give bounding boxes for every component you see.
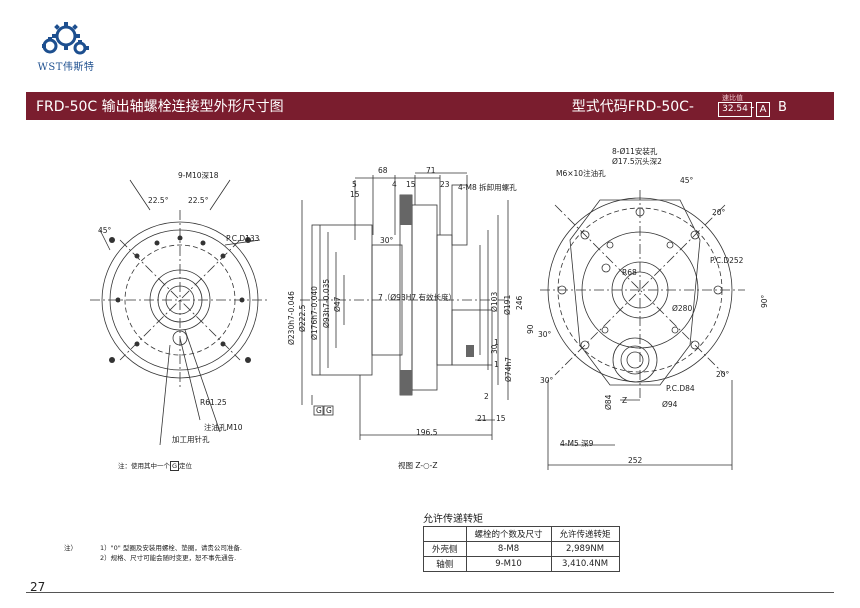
- mid-dim-4: 4: [392, 180, 397, 189]
- right-angle-20b: 20°: [716, 370, 730, 379]
- right-r68: R68: [622, 268, 637, 277]
- table-header-cell: [423, 526, 467, 542]
- middle-view-geometry: [300, 172, 509, 440]
- mid-dim-15: 15: [350, 190, 360, 199]
- mid-dim-15c: 15: [496, 414, 506, 423]
- type-code-prefix: 型式代码FRD-50C-: [571, 99, 694, 115]
- mid-g-b: G: [326, 406, 332, 415]
- mid-d74: Ø74h7: [504, 357, 513, 382]
- mid-dim-1: 1: [494, 338, 499, 347]
- right-view-geometry: [540, 190, 745, 470]
- mid-dim-23: 23: [440, 180, 450, 189]
- left-angle-c: 45°: [98, 226, 112, 235]
- mid-dim-2: 2: [484, 392, 489, 401]
- mid-bolt-note: 4-M8 拆卸用螺孔: [458, 183, 517, 192]
- technical-drawing: [90, 172, 745, 470]
- mid-angle-30: 30°: [380, 236, 394, 245]
- ratio-caption: 速比值: [722, 94, 743, 102]
- company-logo: WST伟斯特: [26, 14, 106, 74]
- type-b-label: B: [778, 100, 787, 115]
- mid-g-a: G: [316, 406, 322, 415]
- title-banner: FRD-50C 输出轴螺栓连接型外形尺寸图 型式代码FRD-50C-: [26, 92, 834, 120]
- table-row: 外壳侧 8-M8 2,989NM: [423, 541, 620, 557]
- left-pcd: P.C.D133: [226, 234, 260, 243]
- right-mount-note-2: Ø17.5沉头深2: [612, 157, 662, 166]
- mid-dim-1b: 1: [494, 360, 499, 369]
- mid-dim-71: 71: [426, 166, 436, 175]
- mid-d103: Ø103: [490, 291, 499, 312]
- right-angle-30: 30°: [538, 330, 552, 339]
- ratio-value-box: 32.54: [718, 102, 752, 117]
- positioning-note-text: 注：使用其中一个: [118, 462, 170, 470]
- right-angle-90: 90°: [760, 294, 769, 308]
- page-number: 27: [30, 580, 46, 594]
- right-dim-90: 90: [526, 324, 535, 334]
- table-header-cell: 允许传递转矩: [550, 526, 620, 542]
- right-d280: Ø280: [672, 304, 693, 313]
- right-dim-252: 252: [628, 456, 643, 465]
- mid-d230: Ø230h7-0.046: [287, 291, 296, 345]
- right-m5-note: 4-M5 深9: [560, 439, 594, 448]
- right-mount-note-1: 8-Ø11安装孔: [612, 147, 658, 156]
- table-cell: 2,989NM: [550, 541, 620, 557]
- left-angle-a: 22.5°: [148, 196, 169, 205]
- table-header-cell: 螺栓的个数及尺寸: [465, 526, 552, 542]
- gear-cluster-icon: [42, 22, 89, 55]
- right-dim-z: Z: [622, 396, 628, 405]
- mid-d176: Ø176h7-0.040: [310, 286, 319, 340]
- note-line-1: 1）"0" 型圈及安装用螺栓、垫圈，请贵公司准备.: [100, 544, 242, 552]
- mid-d246: 246: [515, 295, 524, 310]
- table-cell: 9-M10: [465, 556, 552, 572]
- right-angle-30b: 30°: [540, 376, 554, 385]
- positioning-g-box: G: [170, 461, 180, 471]
- note-line-2: 2）规格、尺寸可能会随时变更，恕不事先通告.: [100, 554, 237, 562]
- left-pin-hole: 加工用针孔: [172, 435, 210, 444]
- mid-dim-21: 21: [477, 414, 487, 423]
- left-view-geometry: [90, 179, 270, 446]
- torque-table: 螺栓的个数及尺寸 允许传递转矩 外壳侧 8-M8 2,989NM 轴侧 9-M1…: [423, 526, 620, 572]
- middle-view-hatch: [400, 195, 474, 395]
- left-view-holes: [109, 235, 251, 363]
- type-dash: -: [750, 100, 755, 114]
- mid-dim-5: 5: [352, 180, 357, 189]
- mid-dim-1965: 196.5: [416, 428, 438, 437]
- mid-d2225: Ø222.5: [298, 304, 307, 332]
- left-angle-b: 22.5°: [188, 196, 209, 205]
- table-cell: 轴侧: [423, 556, 467, 572]
- table-header-row: 螺栓的个数及尺寸 允许传递转矩: [423, 526, 620, 542]
- left-thread-note: 9-M10深18: [178, 171, 219, 180]
- right-d94: Ø94: [662, 400, 678, 409]
- left-radius: R61.25: [200, 398, 227, 407]
- right-pcd84: P.C.D84: [666, 384, 695, 393]
- right-pcd252: P.C.D252: [710, 256, 744, 265]
- table-cell: 8-M8: [465, 541, 552, 557]
- logo-text: WST伟斯特: [37, 62, 95, 73]
- left-oil-hole: 注油孔M10: [204, 423, 243, 432]
- mid-hole-note: 7（Ø93H7 有效长度）: [378, 293, 457, 302]
- mid-d47: Ø47: [333, 296, 342, 312]
- table-row: 轴侧 9-M10 3,410.4NM: [423, 556, 620, 572]
- mid-dim-15b: 15: [406, 180, 416, 189]
- type-a-box: A: [756, 102, 770, 117]
- bottom-rule: [26, 592, 834, 593]
- table-cell: 3,410.4NM: [550, 556, 620, 572]
- right-view-holes: [557, 207, 723, 350]
- notes-label: 注）: [64, 544, 77, 552]
- right-angle-20: 20°: [712, 208, 726, 217]
- torque-table-title: 允许传递转矩: [423, 514, 483, 525]
- table-cell: 外壳侧: [423, 541, 467, 557]
- mid-d93: Ø93h7-0.035: [322, 278, 331, 328]
- mid-d191: Ø191: [503, 294, 512, 315]
- right-angle-45: 45°: [680, 176, 694, 185]
- positioning-note-suffix: 定位: [179, 462, 193, 470]
- mid-view-label: 视图 Z-○-Z: [398, 461, 438, 470]
- right-oil-note: M6×10注油孔: [556, 169, 606, 178]
- drawing-title: FRD-50C 输出轴螺栓连接型外形尺寸图: [36, 99, 284, 115]
- mid-dim-68: 68: [378, 166, 388, 175]
- right-d84: Ø84: [604, 394, 613, 410]
